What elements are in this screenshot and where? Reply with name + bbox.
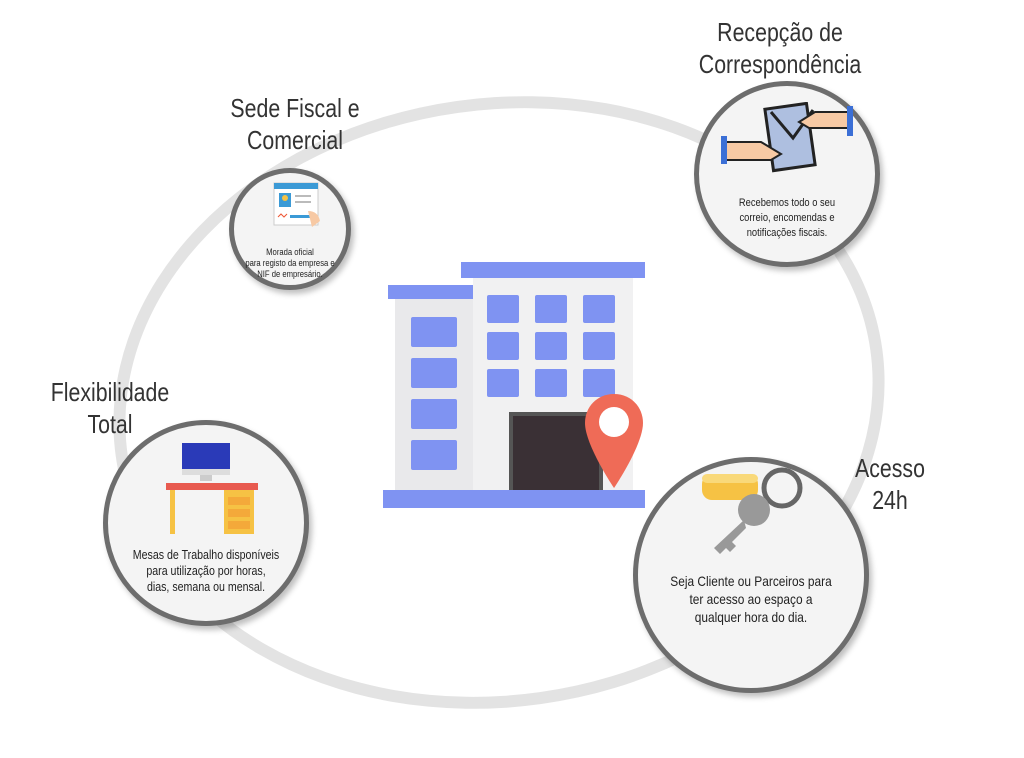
desc-line: notificações fiscais.: [746, 227, 828, 239]
envelope-hands-icon: [721, 102, 853, 173]
desc-line: para registo da empresa e: [245, 258, 335, 268]
title-line: Acesso: [855, 453, 925, 483]
title-line: Total: [87, 409, 133, 439]
feature-circle-sede: Morada oficial para registo da empresa e…: [229, 168, 351, 290]
desc-line: Recebemos todo o seu: [738, 197, 836, 209]
title-line: Comercial: [247, 125, 343, 155]
feature-title-flexibilidade: Flexibilidade Total: [32, 376, 188, 440]
feature-circle-recepcao: Recebemos todo o seu correio, encomendas…: [694, 81, 880, 267]
desc-line: dias, semana ou mensal.: [146, 580, 266, 594]
desc-line: para utilização por horas,: [146, 564, 266, 578]
title-line: Flexibilidade: [50, 377, 170, 407]
desc-line: correio, encomendas e: [739, 212, 835, 224]
desk-computer-icon: [166, 443, 258, 534]
title-line: Correspondência: [698, 49, 862, 79]
feature-title-recepcao: Recepção de Correspondência: [698, 16, 862, 80]
desc-line: Seja Cliente ou Parceiros para: [670, 573, 832, 589]
desc-line: ter acesso ao espaço a: [689, 591, 813, 607]
desc-line: NIF de empresário.: [257, 269, 323, 279]
feature-circle-acesso: Seja Cliente ou Parceiros para ter acess…: [633, 457, 869, 693]
title-line: Sede Fiscal e: [230, 93, 360, 123]
key-icon: [702, 467, 803, 554]
feature-desc-flexibilidade: Mesas de Trabalho disponíveis para utili…: [123, 547, 290, 595]
desc-line: Mesas de Trabalho disponíveis: [132, 548, 280, 562]
title-line: 24h: [872, 485, 908, 515]
title-line: Recepção de: [717, 17, 843, 47]
location-pin-icon: [585, 394, 643, 488]
feature-title-sede: Sede Fiscal e Comercial: [217, 92, 373, 156]
feature-desc-acesso: Seja Cliente ou Parceiros para ter acess…: [655, 572, 847, 626]
feature-title-acesso: Acesso 24h: [845, 452, 935, 516]
desc-line: qualquer hora do dia.: [694, 609, 808, 625]
feature-circle-flexibilidade: Mesas de Trabalho disponíveis para utili…: [103, 420, 309, 626]
feature-desc-recepcao: Recebemos todo o seu correio, encomendas…: [712, 196, 862, 241]
desc-line: Morada oficial: [266, 247, 314, 257]
feature-desc-sede: Morada oficial para registo da empresa e…: [242, 247, 337, 280]
document-sign-icon: [273, 182, 320, 227]
